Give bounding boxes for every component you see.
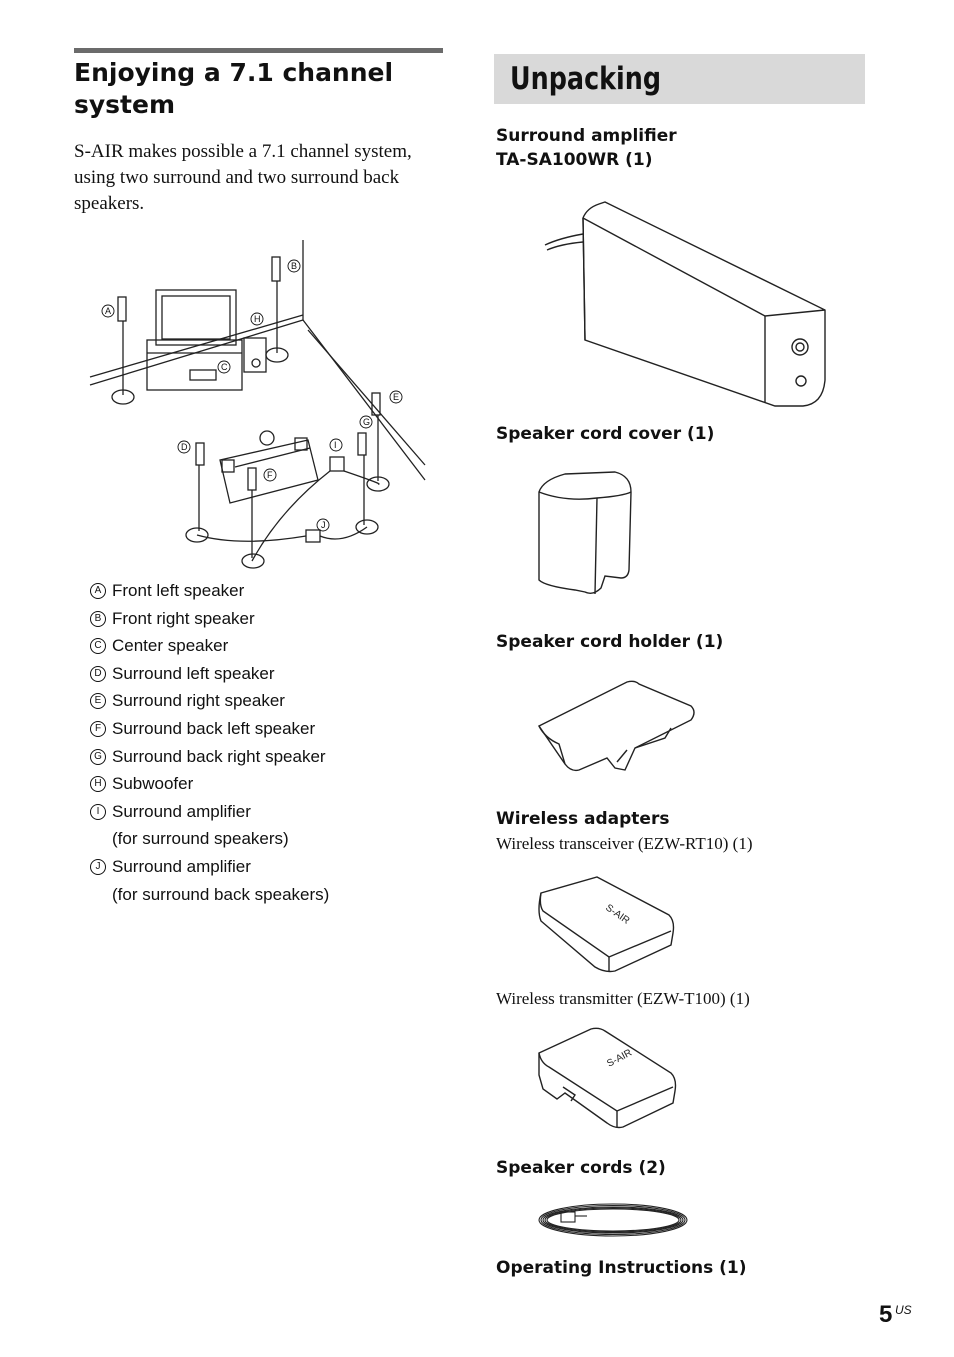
unpacking-title: Unpacking [510, 61, 662, 97]
legend-item: J Surround amplifier (for surround back sp… [90, 853, 450, 908]
legend-key: E [90, 693, 106, 710]
amplifier-heading: Surround amplifier TA-SA100WR (1) [496, 124, 677, 172]
amplifier-heading-line-2: TA-SA100WR (1) [496, 150, 653, 170]
legend-key: D [90, 665, 106, 682]
legend-item: H Subwoofer [90, 770, 450, 798]
legend-item: C Center speaker [90, 632, 450, 660]
legend-sublabel: (for surround back speakers) [112, 884, 330, 904]
legend-item: G Surround back right speaker [90, 743, 450, 771]
amplifier-heading-line-1: Surround amplifier [496, 126, 677, 146]
svg-text:C: C [221, 362, 228, 372]
legend-sublabel: (for surround speakers) [112, 829, 289, 849]
legend-label: Surround amplifier [112, 856, 251, 876]
legend-key: A [90, 583, 106, 599]
wireless-transmitter-image: S-AIR [538, 1027, 677, 1129]
legend-label: Surround back left speaker [112, 718, 316, 738]
legend-key: F [90, 720, 106, 737]
transmitter-label: Wireless transmitter (EZW-T100) (1) [496, 989, 750, 1008]
operating-instructions-heading: Operating Instructions (1) [496, 1258, 747, 1278]
svg-text:A: A [105, 306, 111, 316]
transceiver-logo: S-AIR [603, 902, 631, 926]
svg-text:J: J [321, 520, 326, 530]
cord-cover-heading: Speaker cord cover (1) [496, 424, 715, 444]
unpacking-title-bar [494, 54, 865, 104]
legend-key: J [90, 858, 106, 875]
speaker-cords-image [538, 1203, 688, 1237]
speaker-cords-heading: Speaker cords (2) [496, 1158, 666, 1178]
svg-text:I: I [334, 440, 337, 450]
legend-key: I [90, 803, 106, 820]
speaker-cord-cover-image [538, 471, 632, 595]
page-number: 5 [879, 1301, 893, 1328]
legend-key: G [90, 748, 106, 765]
svg-text:G: G [363, 417, 370, 427]
cord-holder-heading: Speaker cord holder (1) [496, 632, 724, 652]
speaker-legend: A Front left speaker B Front right speaker… [90, 577, 450, 908]
legend-label: Surround amplifier [112, 801, 251, 821]
transmitter-logo: S-AIR [605, 1047, 634, 1069]
svg-text:D: D [181, 442, 188, 452]
legend-item: E Surround right speaker [90, 687, 450, 715]
legend-label: Subwoofer [112, 774, 194, 794]
legend-key: C [90, 638, 106, 655]
legend-item: I Surround amplifier (for surround speaker… [90, 798, 450, 853]
legend-label: Surround left speaker [112, 663, 275, 683]
legend-label: Front right speaker [112, 608, 255, 628]
transceiver-label: Wireless transceiver (EZW-RT10) (1) [496, 834, 753, 853]
legend-item: D Surround left speaker [90, 660, 450, 688]
legend-key: B [90, 610, 106, 627]
legend-label: Center speaker [112, 636, 229, 656]
legend-label: Front left speaker [112, 581, 245, 600]
legend-item: A Front left speaker [90, 577, 450, 605]
section-heading-7-1-channel: Enjoying a 7.1 channel system [74, 58, 394, 119]
page-number-suffix: US [895, 1303, 912, 1317]
legend-item: F Surround back left speaker [90, 715, 450, 743]
svg-text:H: H [254, 314, 261, 324]
legend-item: B Front right speaker [90, 605, 450, 633]
section-rule [74, 48, 443, 53]
svg-text:F: F [267, 470, 273, 480]
legend-key: H [90, 776, 106, 793]
speaker-cord-holder-image [537, 680, 695, 772]
intro-paragraph: S-AIR makes possible a 7.1 channel syste… [74, 141, 412, 214]
legend-label: Surround right speaker [112, 691, 285, 711]
svg-text:B: B [291, 261, 297, 271]
surround-amplifier-image [544, 201, 826, 407]
speaker-layout-illustration: A B C D E F G H I J [89, 240, 426, 569]
wireless-heading: Wireless adapters [496, 809, 670, 829]
legend-label: Surround back right speaker [112, 746, 326, 766]
svg-text:E: E [393, 392, 399, 402]
wireless-transceiver-image: S-AIR [538, 876, 675, 973]
